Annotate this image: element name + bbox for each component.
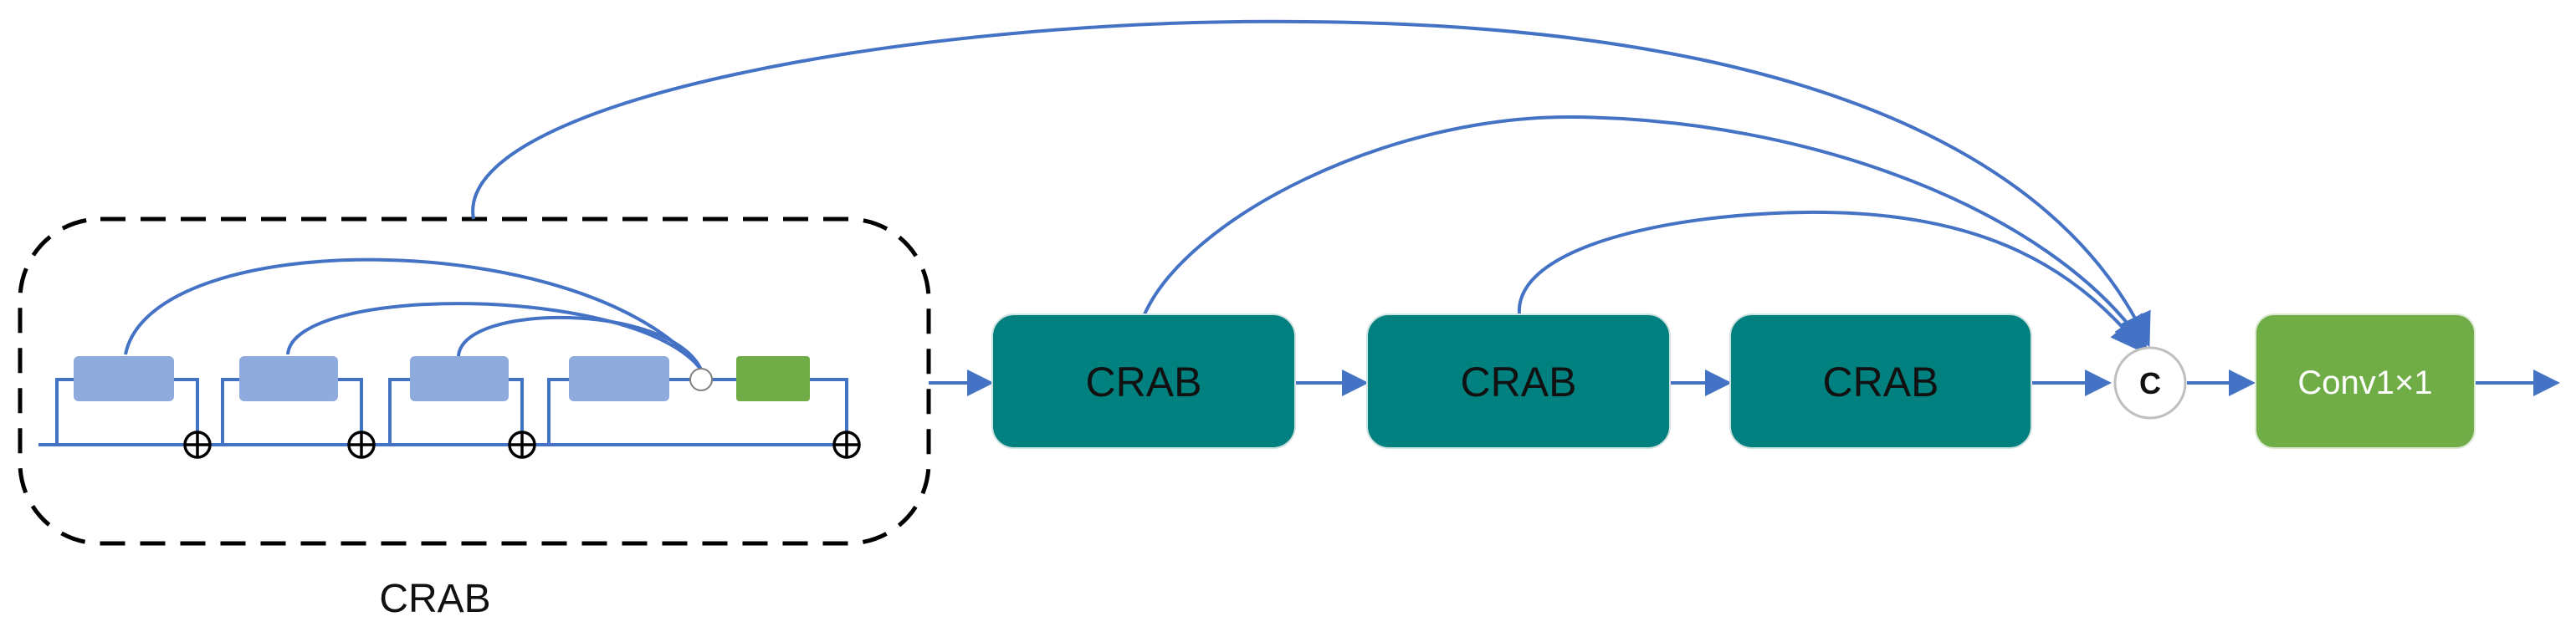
detail-concat-node xyxy=(689,368,713,391)
detail-add-icon-2 xyxy=(347,431,376,459)
detail-add-icon-4 xyxy=(832,431,861,459)
skip-connection-crab-2 xyxy=(1517,210,2145,354)
concat-label: C xyxy=(2139,366,2161,400)
detail-add-icon-3 xyxy=(508,431,536,459)
detail-skip-arc-3 xyxy=(457,315,703,370)
detail-unit-3 xyxy=(410,356,509,401)
detail-unit-4 xyxy=(569,356,669,401)
detail-conv-unit xyxy=(736,356,810,401)
detail-caption: CRAB xyxy=(379,577,490,621)
crab-block-2: CRAB xyxy=(1366,313,1671,449)
skip-connection-crab-1 xyxy=(1143,115,2148,350)
conv1x1-label: Conv1×1 xyxy=(2297,364,2432,401)
crab-block-3: CRAB xyxy=(1729,313,2032,449)
skip-connection-detail xyxy=(471,19,2151,348)
crab-block-1: CRAB xyxy=(991,313,1296,449)
crab-detail-group: CRAB xyxy=(18,217,931,621)
conv1x1-block: Conv1×1 xyxy=(2255,313,2476,449)
crab-block-1-label: CRAB xyxy=(1086,359,1202,405)
crab-block-3-label: CRAB xyxy=(1823,359,1939,405)
detail-skip-arc-2 xyxy=(286,302,703,371)
detail-skip-arc-1 xyxy=(124,257,703,371)
detail-add-icon-1 xyxy=(183,431,212,459)
crab-detail-border xyxy=(18,217,931,546)
detail-unit-2 xyxy=(239,356,338,401)
crab-block-2-label: CRAB xyxy=(1461,359,1577,405)
concat-node: C xyxy=(2113,346,2187,420)
detail-unit-1 xyxy=(74,356,174,401)
